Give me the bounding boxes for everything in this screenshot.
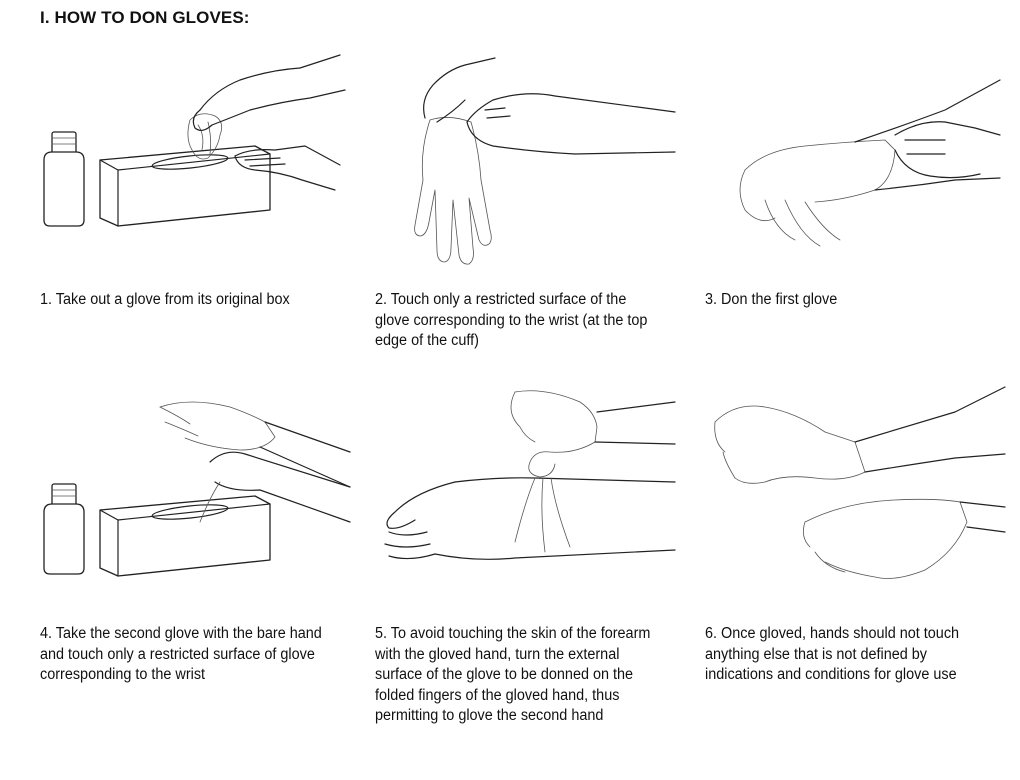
gloved-hand-upper-icon (714, 386, 1006, 484)
gloved-hand-icon (739, 139, 896, 247)
step-2-illustration (414, 57, 676, 265)
step-4-caption: 4. Take the second glove with the bare h… (40, 625, 322, 683)
bottle-icon (43, 131, 85, 227)
step-2: 2. Touch only a restricted surface of th… (375, 50, 685, 360)
step-4: 4. Take the second glove with the bare h… (40, 382, 351, 692)
step-2-caption: 2. Touch only a restricted surface of th… (375, 291, 648, 349)
hand-upper-icon (192, 54, 346, 131)
gloved-hand-lower-icon (802, 498, 1006, 579)
step-1-caption: 1. Take out a glove from its original bo… (40, 291, 290, 308)
hand-lower-icon (234, 145, 341, 191)
step-5-illustration (384, 390, 676, 560)
step-3-caption: 3. Don the first glove (705, 291, 838, 308)
step-6: 6. Once gloved, hands should not touch a… (705, 382, 1015, 692)
hand-lower-icon (199, 451, 351, 523)
glove-hanging-icon (414, 117, 492, 265)
gloved-hand-folding-icon (510, 390, 676, 478)
step-1: 1. Take out a glove from its original bo… (40, 50, 350, 320)
gloved-hand-upper-icon (159, 401, 351, 488)
page-title: I. HOW TO DON GLOVES: (40, 8, 250, 27)
step-3: 3. Don the first glove (705, 50, 1015, 320)
step-6-illustration (714, 386, 1006, 579)
hand-pulling-icon (894, 121, 1001, 179)
step-1-illustration (43, 54, 346, 227)
step-4-illustration (43, 401, 351, 577)
glove-crumpled-icon (187, 113, 223, 160)
arm-lower-icon (854, 79, 1001, 191)
bottle-icon (43, 483, 85, 575)
glove-box-icon (99, 145, 271, 227)
hand-left-icon (423, 57, 496, 123)
step-5: 5. To avoid touching the skin of the for… (375, 382, 685, 772)
glove-strands-icon (514, 477, 571, 553)
glove-box-icon (99, 495, 271, 577)
hand-right-icon (466, 93, 676, 155)
step-5-caption: 5. To avoid touching the skin of the for… (375, 625, 651, 724)
step-3-illustration (739, 79, 1001, 247)
step-6-caption: 6. Once gloved, hands should not touch a… (705, 625, 960, 683)
